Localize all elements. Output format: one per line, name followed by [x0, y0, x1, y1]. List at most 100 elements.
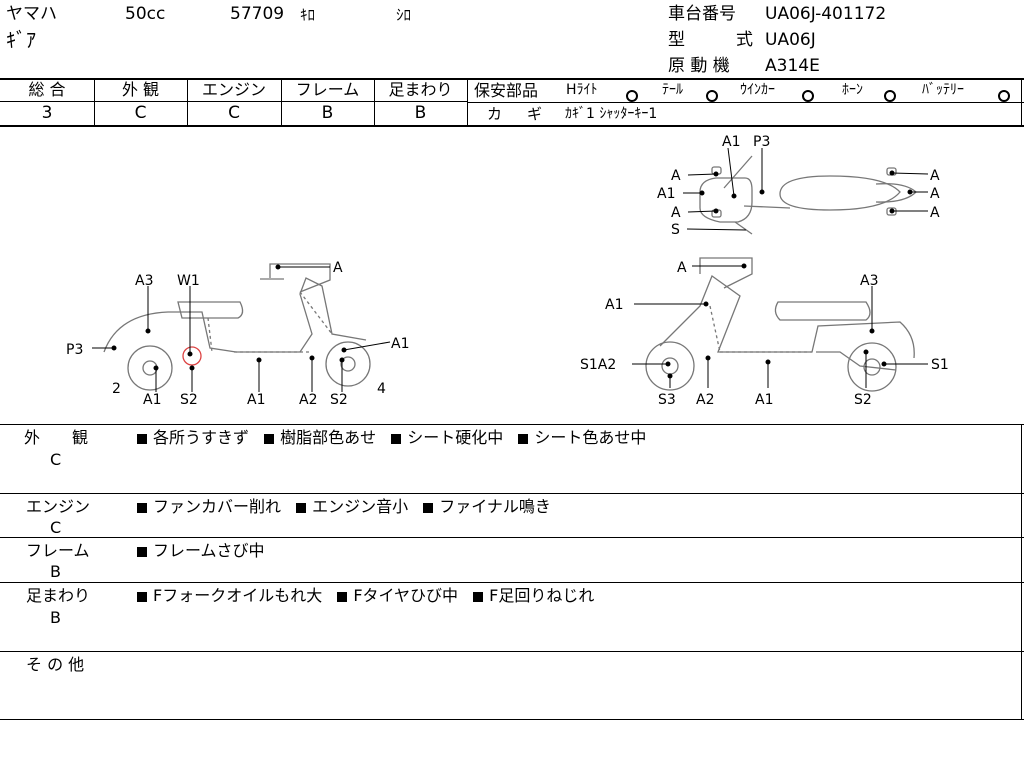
diagram-label: A: [930, 205, 940, 221]
remark-items: ファンカバー削れ エンジン音小 ファイナル鳴き: [137, 497, 561, 516]
divider: [374, 79, 375, 125]
divider: [0, 424, 1024, 425]
diagram-label: S2: [180, 392, 198, 408]
frame-no-value: UA06J-401172: [765, 4, 887, 24]
grade-label-frame: フレーム: [295, 80, 360, 99]
diagram-label: P3: [753, 134, 770, 150]
vehicle-color: ｼﾛ: [396, 6, 412, 24]
diagram-label: A1: [657, 186, 675, 202]
safety-label: 保安部品: [474, 81, 539, 100]
divider: [0, 651, 1024, 652]
remark-item: 各所うすきず: [137, 428, 249, 447]
diagram-label: W1: [177, 273, 200, 289]
status-ok-icon: [998, 84, 1010, 103]
keys-label-2: ギ: [527, 105, 543, 123]
remark-grade: B: [50, 562, 61, 581]
status-ok-icon: [802, 84, 814, 103]
remark-title: フレーム: [26, 541, 90, 560]
frame-no-label: 車台番号: [668, 4, 736, 24]
remark-grade: C: [50, 518, 62, 537]
diagram-label: P3: [66, 342, 83, 358]
safety-item-headlight: Hﾗｲﾄ: [566, 82, 598, 98]
remark-item: ファンカバー削れ: [137, 497, 281, 516]
status-ok-icon: [706, 84, 718, 103]
safety-item-tail: ﾃｰﾙ: [662, 82, 683, 98]
remark-item: 樹脂部色あせ: [264, 428, 376, 447]
keys-label-1: カ: [487, 105, 503, 123]
remark-title: そ の 他: [26, 655, 85, 674]
remark-item: F足回りねじれ: [473, 586, 594, 605]
grade-value-exterior: C: [134, 103, 147, 123]
divider: [281, 79, 282, 125]
diagram-label: A: [671, 205, 681, 221]
keys-value: ｶｷﾞ1 ｼｬｯﾀｰｷｰ1: [565, 106, 658, 122]
status-ok-icon: [626, 84, 638, 103]
grade-label-overall: 総 合: [28, 80, 66, 99]
diagram-label: S1A2: [580, 357, 616, 373]
divider: [0, 101, 468, 102]
remark-grade: C: [50, 450, 62, 469]
grade-value-overall: 3: [41, 103, 53, 123]
diagram-label: A: [671, 168, 681, 184]
grade-value-frame: B: [321, 103, 334, 123]
diagram-label: S2: [854, 392, 872, 408]
diagram-label: A: [930, 168, 940, 184]
divider: [468, 102, 1024, 103]
grade-value-suspension: B: [414, 103, 427, 123]
remark-item: Fタイヤひび中: [337, 586, 458, 605]
remark-items: 各所うすきず 樹脂部色あせ シート硬化中 シート色あせ中: [137, 428, 656, 447]
remark-items: フレームさび中: [137, 541, 275, 560]
safety-item-horn: ﾎｰﾝ: [842, 82, 863, 98]
remark-grade: B: [50, 608, 61, 627]
diagram-label: A2: [696, 392, 714, 408]
divider: [0, 493, 1024, 494]
engine-value: A314E: [765, 56, 820, 76]
remark-item: ファイナル鳴き: [423, 497, 551, 516]
diagram-label: A1: [391, 336, 409, 352]
type-value: UA06J: [765, 30, 816, 50]
diagram-label: 2: [112, 381, 121, 397]
status-ok-icon: [884, 84, 896, 103]
divider: [1021, 79, 1022, 125]
grade-label-suspension: 足まわり: [388, 80, 453, 99]
damage-diagram: A1 P3 A A1 A S A A A A3 W1 A P3 A1 2 A1 …: [66, 134, 949, 408]
diagram-label: 4: [377, 381, 386, 397]
diagram-label: A: [930, 186, 940, 202]
remark-item: エンジン音小: [296, 497, 408, 516]
diagram-label: S2: [330, 392, 348, 408]
diagram-label: A: [677, 260, 687, 276]
mileage-unit: ｷﾛ: [300, 6, 316, 24]
diagram-label: A1: [247, 392, 265, 408]
grade-value-engine: C: [228, 103, 240, 123]
grade-label-exterior: 外 観: [121, 80, 160, 99]
safety-item-battery: ﾊﾞｯﾃﾘｰ: [922, 82, 964, 98]
remark-item: Fフォークオイルもれ大: [137, 586, 322, 605]
diagram-label: S1: [931, 357, 949, 373]
diagram-label: A3: [860, 273, 878, 289]
divider: [187, 79, 188, 125]
diagram-label: A: [333, 260, 343, 276]
grade-label-engine: エンジン: [201, 80, 266, 99]
scooter-left-view: [103, 263, 371, 391]
remark-title: エンジン: [26, 497, 91, 516]
divider: [467, 79, 468, 125]
type-label-1: 型: [668, 30, 685, 50]
divider: [94, 79, 95, 125]
divider: [0, 719, 1024, 720]
divider: [0, 537, 1024, 538]
diagram-label: A2: [299, 392, 317, 408]
diagram-label: S3: [658, 392, 676, 408]
type-label-2: 式: [736, 30, 753, 50]
diagram-label: S: [671, 222, 680, 238]
diagram-label: A1: [605, 297, 623, 313]
divider: [0, 125, 1024, 127]
scooter-top-view: [699, 155, 917, 235]
remark-title: 足まわり: [26, 586, 91, 605]
diagram-label: A1: [143, 392, 161, 408]
scooter-right-view: [645, 257, 915, 392]
remark-item: フレームさび中: [137, 541, 265, 560]
diagram-label: A1: [722, 134, 740, 150]
divider: [1021, 424, 1022, 720]
divider: [0, 78, 1024, 80]
engine-label: 原 動 機: [668, 56, 730, 76]
